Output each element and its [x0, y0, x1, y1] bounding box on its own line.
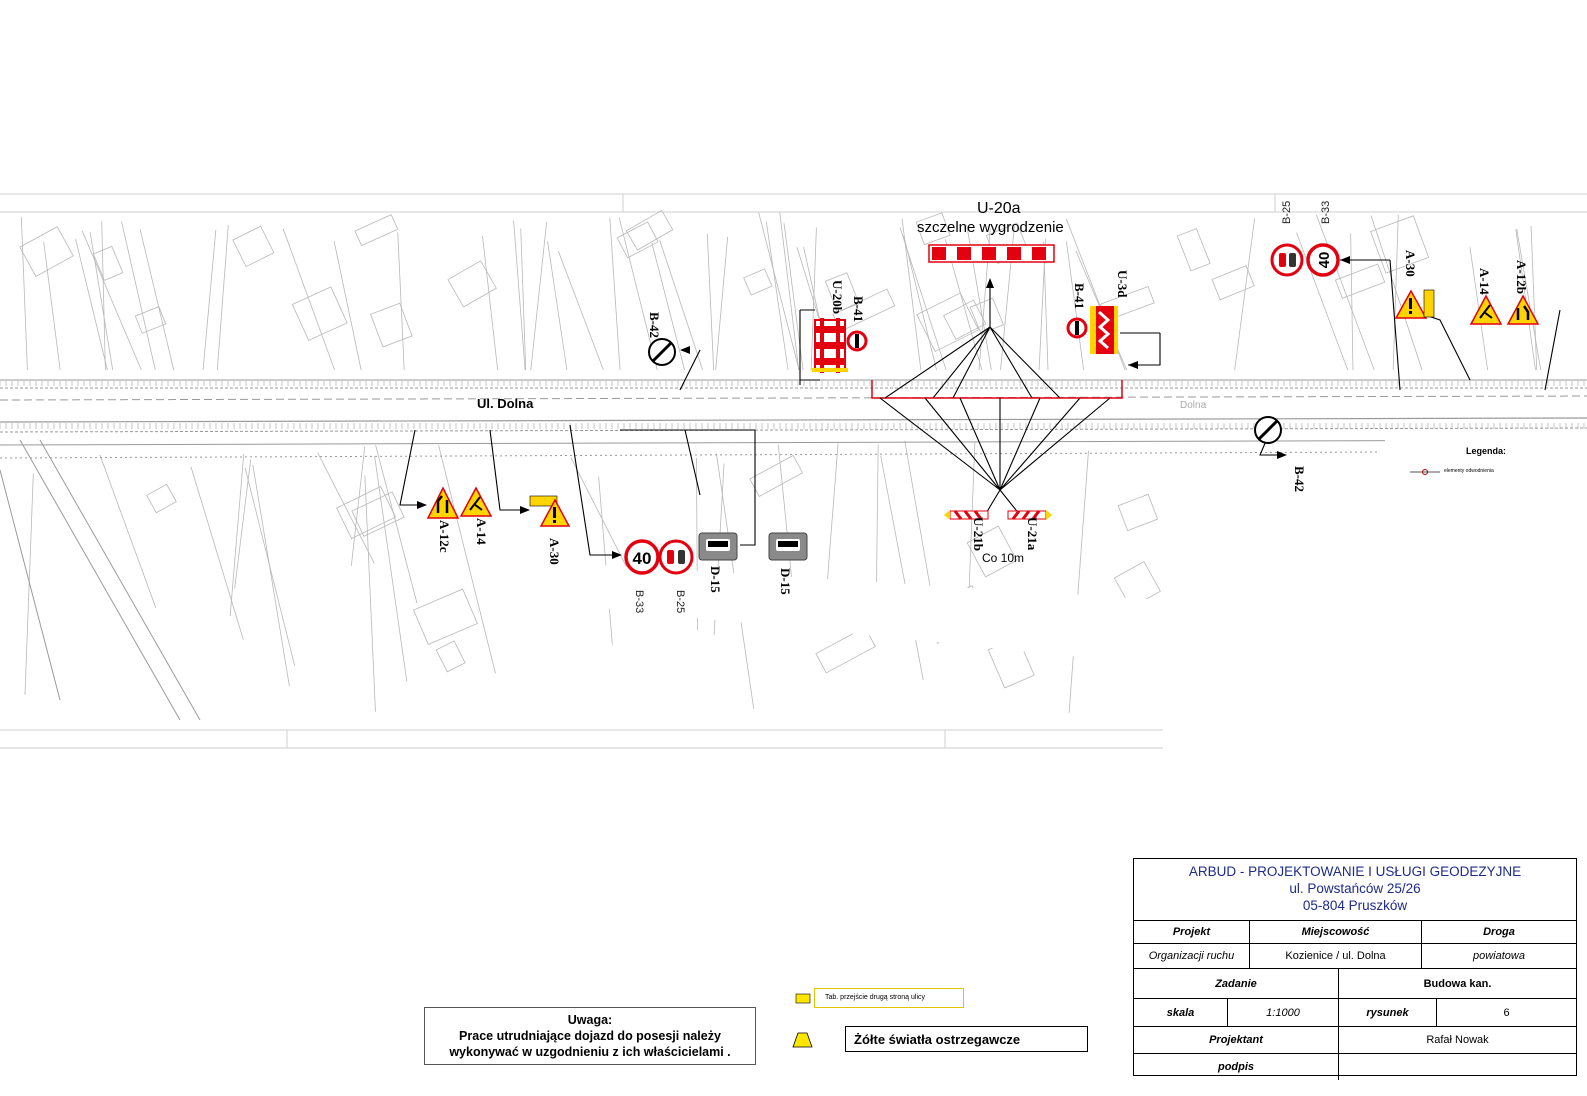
tb-row-zadanie: Zadanie Budowa kan. — [1134, 969, 1576, 999]
zadanie-value: Budowa kan. — [1423, 977, 1492, 990]
note-line: wykonywać w uzgodnieniu z ich właściciel… — [449, 1045, 731, 1059]
u20a-barrier — [928, 244, 1055, 263]
droga-label: Droga — [1483, 926, 1515, 938]
map-legend-title: Legenda: — [1466, 446, 1507, 456]
b33-sign: 40 — [624, 539, 660, 575]
sign-code-b33: B-33 — [1320, 200, 1332, 224]
company-name: ARBUD - PROJEKTOWANIE I USŁUGI GEODEZYJN… — [1188, 864, 1522, 879]
b25-sign — [658, 539, 694, 575]
zadanie-label: Zadanie — [1134, 969, 1339, 998]
work-zone-outline — [871, 380, 1123, 399]
tb-row-skala: skala 1:1000 rysunek 6 — [1134, 999, 1576, 1027]
sign-code-b41: B-41 — [1072, 283, 1087, 309]
speed-limit-value: 40 — [1316, 252, 1333, 269]
title-block: ARBUD - PROJEKTOWANIE I USŁUGI GEODEZYJN… — [1133, 858, 1577, 1080]
projekt-label: Projekt — [1134, 921, 1250, 943]
podpis-label: podpis — [1134, 1054, 1339, 1080]
road-corridor — [0, 379, 1587, 721]
company-address: ul. Powstańców 25/26 — [1289, 881, 1421, 896]
speed-limit-value: 40 — [633, 549, 652, 568]
sign-code-a14: A-14 — [1477, 268, 1492, 295]
d15-sign — [768, 532, 808, 561]
projekt-value: Organizacji ruchu — [1134, 944, 1250, 968]
sign-code-a14: A-14 — [474, 518, 489, 545]
sign-code-d15: D-15 — [778, 568, 793, 595]
a30-sign — [1394, 289, 1435, 319]
a12c-sign — [426, 486, 460, 519]
skala-label: skala — [1134, 999, 1228, 1026]
barrier-subheading: szczelne wygrodzenie — [917, 219, 1064, 236]
sign-code-a30: A-30 — [1403, 250, 1418, 277]
u21a-barrier — [1007, 510, 1052, 520]
a30-sign — [529, 495, 571, 527]
sign-code-b42: B-42 — [647, 312, 662, 338]
b25-sign — [1270, 243, 1304, 277]
sign-code-b41: B-41 — [851, 296, 866, 322]
sign-code-b25: B-25 — [1281, 200, 1293, 224]
spacing-note: Co 10m — [982, 551, 1025, 565]
rysunek-value: 6 — [1503, 1006, 1510, 1019]
tb-row-values: Organizacji ruchu Kozienice / ul. Dolna … — [1134, 944, 1576, 969]
street-label: Ul. Dolna — [477, 396, 534, 411]
b33-sign: 40 — [1306, 243, 1340, 277]
note-box: Uwaga: Prace utrudniające dojazd do pose… — [424, 1007, 756, 1065]
b41-sign — [1066, 317, 1088, 339]
note-title: Uwaga: — [567, 1013, 613, 1027]
lights-legend: Żółte światła ostrzegawcze — [845, 1026, 1088, 1052]
projektant-value: Rafał Nowak — [1426, 1034, 1489, 1046]
map-cutout — [1163, 575, 1587, 775]
tb-row-podpis: podpis — [1134, 1054, 1576, 1080]
miejscowosc-value: Kozienice / ul. Dolna — [1250, 944, 1422, 968]
droga-value: powiatowa — [1473, 950, 1525, 962]
plate-legend-label: Tab. przejście drugą stroną ulicy — [825, 994, 925, 1001]
sign-code-a12c: A-12c — [437, 520, 452, 553]
u20b-barrier — [812, 318, 848, 373]
projektant-label: Projektant — [1134, 1027, 1339, 1053]
street-label-faint: Dolna — [1180, 400, 1207, 411]
miejscowosc-label: Miejscowość — [1250, 921, 1422, 943]
sign-code-d15: D-15 — [708, 566, 723, 593]
note-line: Prace utrudniające dojazd do posesji nal… — [459, 1029, 721, 1043]
b42-sign — [648, 338, 676, 366]
d15-sign — [698, 532, 738, 561]
sign-code-b42: B-42 — [1292, 466, 1307, 492]
sign-code-u3d: U-3d — [1115, 270, 1130, 298]
tb-row-labels: Projekt Miejscowość Droga — [1134, 921, 1576, 944]
b41-sign — [846, 330, 868, 352]
map-legend-area — [1385, 435, 1587, 575]
a12b-sign — [1506, 294, 1540, 325]
podpis-value — [1339, 1054, 1576, 1080]
sign-code-u21b: U-21b — [971, 517, 986, 551]
rysunek-label: rysunek — [1339, 999, 1437, 1026]
map-frame — [0, 193, 1587, 749]
tb-row-projektant: Projektant Rafał Nowak — [1134, 1027, 1576, 1054]
map-legend-item: elementy odwodnienia — [1444, 468, 1494, 474]
sign-code-u20b: U-20b — [830, 280, 845, 314]
a14-sign — [459, 486, 493, 517]
title-block-header: ARBUD - PROJEKTOWANIE I USŁUGI GEODEZYJN… — [1134, 859, 1576, 921]
skala-value: 1:1000 — [1228, 999, 1339, 1026]
lights-legend-label: Żółte światła ostrzegawcze — [854, 1032, 1021, 1047]
sign-code-u21a: U-21a — [1025, 517, 1040, 551]
plate-legend: Tab. przejście drugą stroną ulicy — [814, 988, 964, 1008]
map-cutout — [520, 560, 1163, 660]
arrow-heads — [417, 256, 1350, 559]
yellow-light-symbol — [792, 1032, 813, 1048]
sign-code-a30: A-30 — [547, 538, 562, 565]
company-city: 05-804 Pruszków — [1302, 898, 1408, 913]
u3d-sign — [1090, 306, 1118, 354]
sign-code-b33: B-33 — [633, 590, 645, 614]
barrier-heading: U-20a — [977, 200, 1021, 217]
b42-sign — [1254, 416, 1282, 444]
sign-code-b25: B-25 — [674, 590, 686, 614]
u21b-barrier — [944, 510, 989, 520]
plate-symbol — [795, 993, 811, 1004]
sign-code-a12b: A-12b — [1514, 260, 1529, 294]
a14-sign — [1469, 294, 1503, 325]
